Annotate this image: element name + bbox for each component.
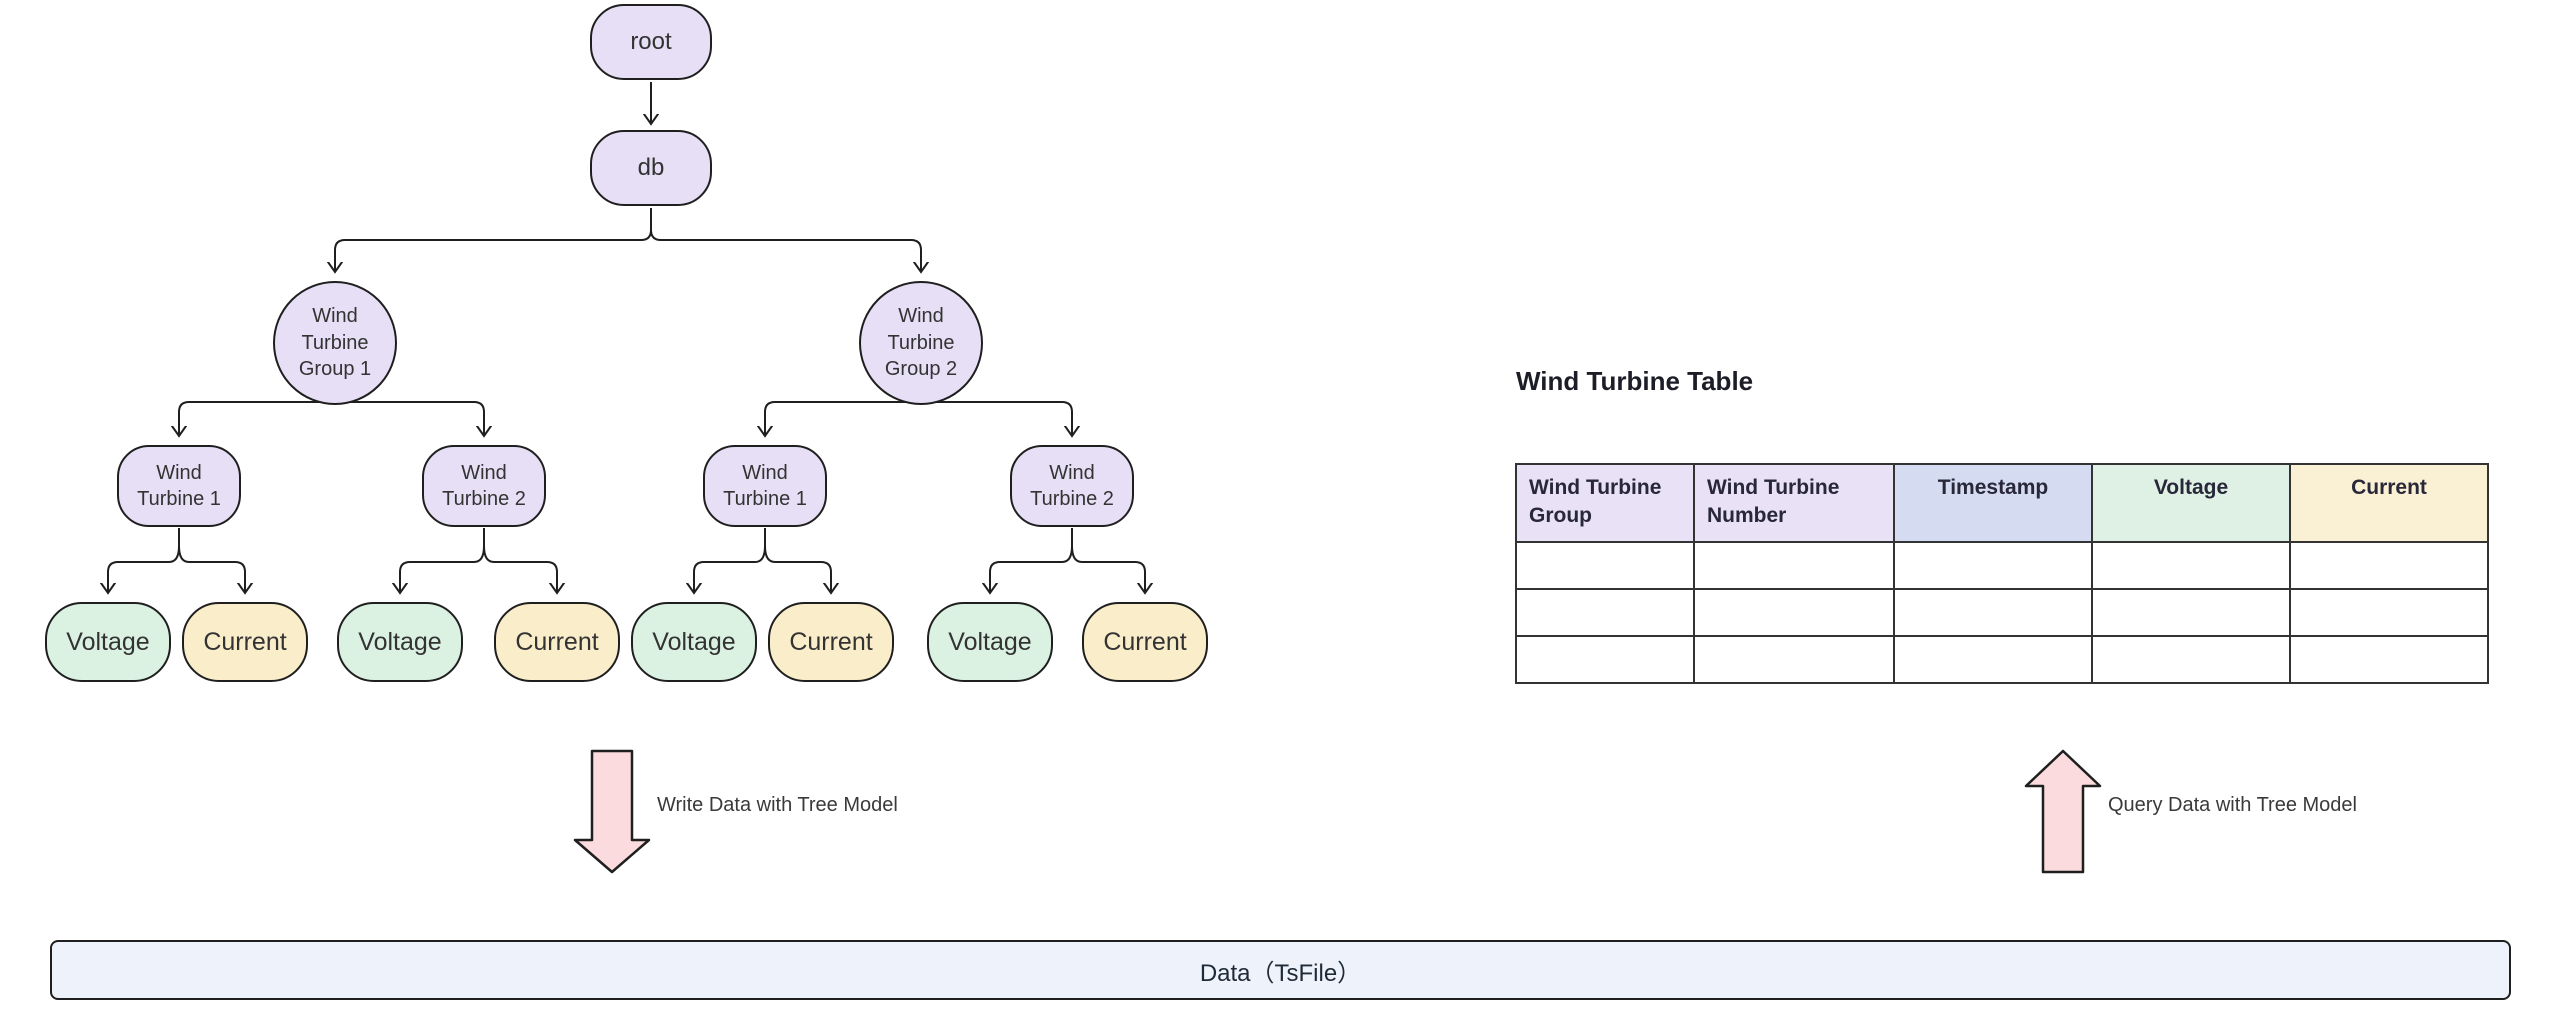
tree-node-wind-turbine-2a: Wind Turbine 2 [422,445,546,527]
tree-leaf-voltage: Voltage [337,602,463,682]
table-row [1515,541,2489,590]
column-header-voltage: Voltage [2091,463,2291,543]
table-cell [1893,541,2093,590]
table-cell [2091,541,2291,590]
table-title: Wind Turbine Table [1516,366,1754,396]
tree-node-wind-turbine-group-1: Wind Turbine Group 1 [273,281,397,405]
tree-leaf-current: Current [768,602,894,682]
table-cell [1693,635,1895,684]
tree-node-wind-turbine-group-2: Wind Turbine Group 2 [859,281,983,405]
tree-node-wind-turbine-1a: Wind Turbine 1 [117,445,241,527]
table-cell [2091,635,2291,684]
table-row [1515,635,2489,684]
write-arrow-down-icon [573,749,651,874]
tree-node-db: db [590,130,712,206]
table-cell [1693,541,1895,590]
wind-turbine-table: Wind Turbine Group Wind Turbine Number T… [1515,463,2489,684]
table-cell [1893,588,2093,637]
tree-leaf-voltage: Voltage [631,602,757,682]
write-arrow-label: Write Data with Tree Model [657,794,898,816]
table-cell [2289,541,2489,590]
table-cell [2289,635,2489,684]
tree-edges [108,82,1145,593]
tree-node-wind-turbine-1b: Wind Turbine 1 [703,445,827,527]
tree-leaf-voltage: Voltage [927,602,1053,682]
data-tsfile-bar: Data（TsFile） [50,940,2511,1000]
table-header-row: Wind Turbine Group Wind Turbine Number T… [1515,463,2489,543]
column-header-timestamp: Timestamp [1893,463,2093,543]
query-arrow-label: Query Data with Tree Model [2108,794,2357,816]
query-arrow-up-icon [2024,749,2102,874]
tree-leaf-current: Current [1082,602,1208,682]
table-cell [1515,635,1695,684]
column-header-current: Current [2289,463,2489,543]
table-cell [2289,588,2489,637]
tree-node-root: root [590,4,712,80]
table-cell [1515,541,1695,590]
table-cell [2091,588,2291,637]
table-body [1515,541,2489,684]
tree-leaf-current: Current [182,602,308,682]
tree-leaf-voltage: Voltage [45,602,171,682]
table-cell [1515,588,1695,637]
table-row [1515,588,2489,637]
tree-leaf-current: Current [494,602,620,682]
tree-node-wind-turbine-2b: Wind Turbine 2 [1010,445,1134,527]
column-header-wind-turbine-group: Wind Turbine Group [1515,463,1695,543]
table-cell [1893,635,2093,684]
data-tsfile-label: Data（TsFile） [1199,959,1362,987]
column-header-wind-turbine-number: Wind Turbine Number [1693,463,1895,543]
table-cell [1693,588,1895,637]
